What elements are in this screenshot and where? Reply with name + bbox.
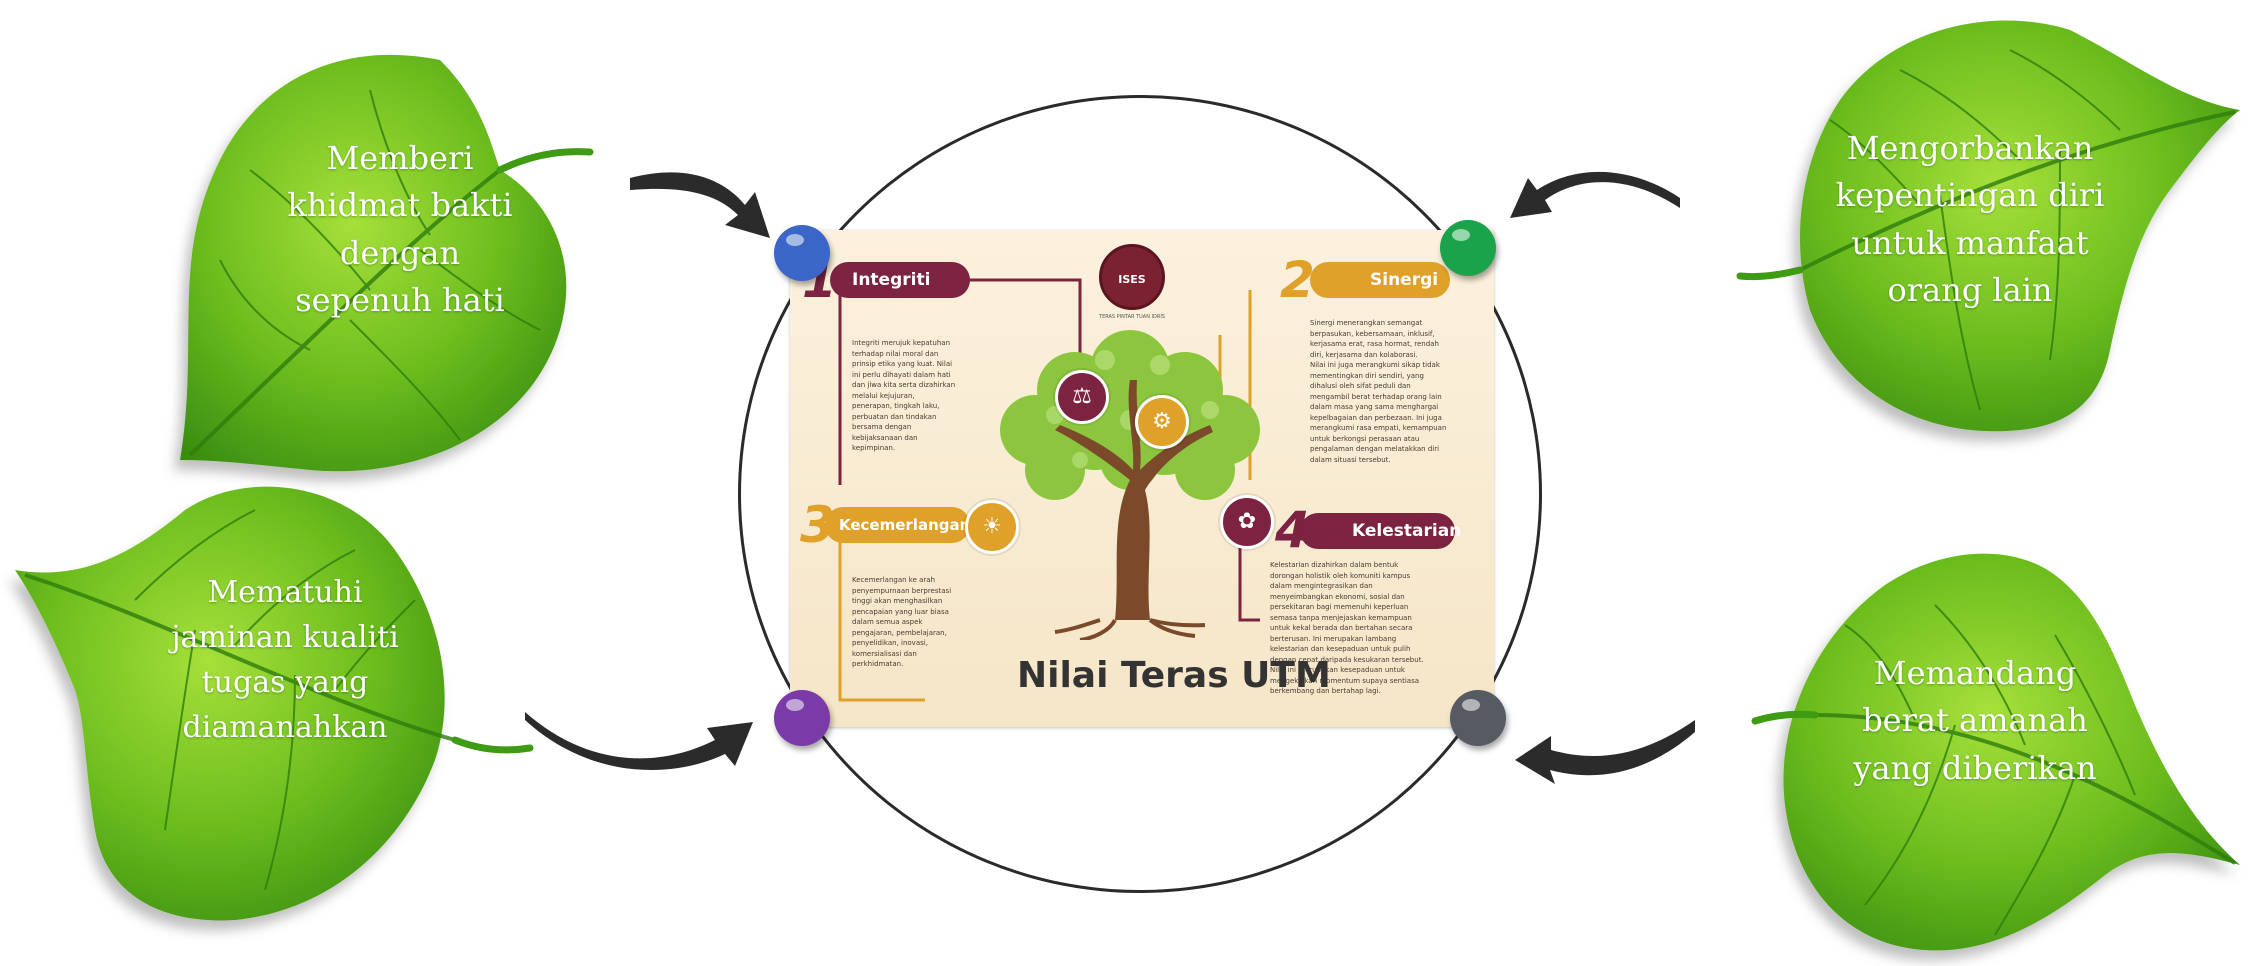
gavel-icon: ⚖ [1055,370,1109,424]
section-pill: Sinergi [1310,262,1450,298]
tree-illustration [1000,330,1260,640]
lotus-icon: ✿ [1220,495,1274,549]
leaf-bottom-right: Memandang berat amanah yang diberikan [1751,545,2250,966]
leaf-text: Mengorbankan kepentingan diri untuk manf… [1835,129,2105,310]
pin-bottom-left [774,690,830,746]
leaf-text: Memandang berat amanah yang diberikan [1853,654,2097,787]
section-pill: Kecemerlangan [825,507,970,543]
poster-image: ISES TERAS PINTAR TUAN IDRIS 1 Integriti… [790,230,1494,727]
leaf-shape [1751,553,2240,951]
logo: ISES [1099,244,1165,310]
arrow-top-right [1510,171,1680,218]
leaf-top-right: Mengorbankan kepentingan diri untuk manf… [1736,10,2250,450]
leaf-text: Memberi khidmat bakti dengan sepenuh hat… [287,139,513,320]
pin-top-right [1440,220,1496,276]
center-circle [738,95,1542,893]
section-pill: Kelestarian [1300,513,1461,549]
leaf-text: Mematuhi jaminan kualiti tugas yang diam… [171,575,399,745]
section-number: 2 [1280,251,1315,309]
logo-caption: TERAS PINTAR TUAN IDRIS [1099,314,1165,320]
leaf-shape [1736,20,2240,432]
leaf-bottom-left: Mematuhi jaminan kualiti tugas yang diam… [15,470,535,930]
section-pill: Integriti [830,262,970,298]
poster-title: Nilai Teras UTM [1017,655,1331,696]
arrow-bottom-left [525,712,753,771]
pin-top-left [774,225,830,281]
leaf-shape [180,54,594,472]
pin-bottom-right [1450,690,1506,746]
leaf-top-left: Memberi khidmat bakti dengan sepenuh hat… [160,40,610,480]
arrow-bottom-right [1515,720,1695,784]
sun-icon: ☀ [965,500,1019,554]
arrow-top-left [630,172,770,238]
leaf-shape [15,486,534,921]
gears-icon: ⚙ [1135,395,1189,449]
